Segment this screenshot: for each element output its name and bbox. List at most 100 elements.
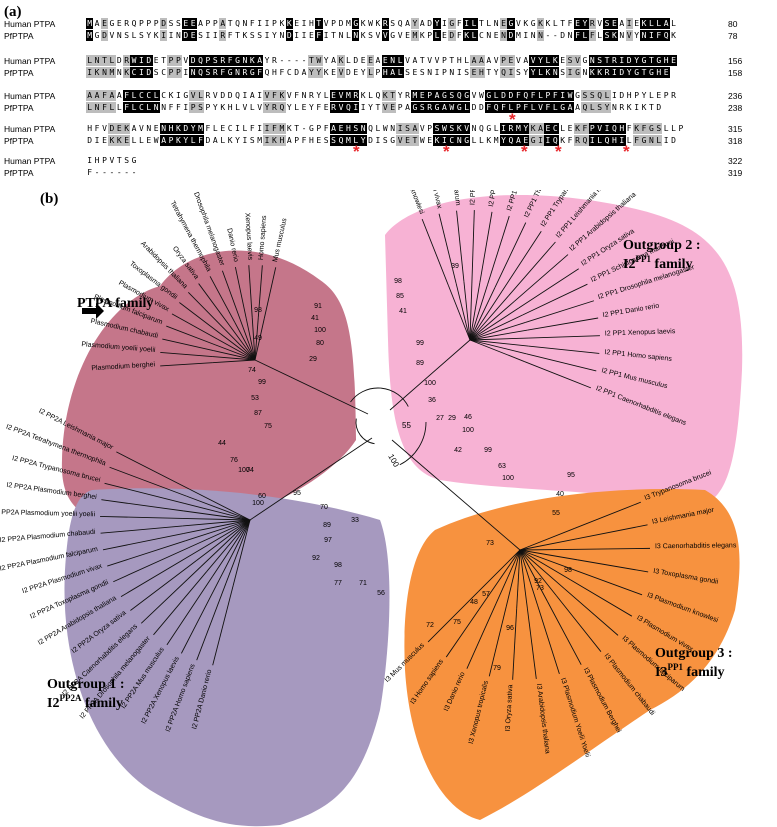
residue: P: [212, 19, 218, 28]
residue: Q: [278, 102, 286, 113]
tree-branch: [389, 339, 471, 411]
residue: E: [573, 18, 582, 29]
tree-branch: [179, 302, 222, 335]
tree-branch: [427, 591, 479, 643]
tree-branch: [469, 282, 481, 341]
residue: G: [529, 135, 537, 146]
residue: V: [242, 103, 248, 112]
residue: L: [655, 135, 663, 146]
residue: Q: [131, 19, 137, 28]
sequence-name: Human PTPA: [4, 56, 56, 66]
residue-count: 236: [728, 91, 743, 101]
residue: S: [595, 55, 604, 66]
residue-count: 156: [728, 56, 743, 66]
residue: D: [353, 56, 359, 65]
residue: I: [257, 124, 263, 133]
residue: S: [249, 31, 255, 40]
svg-text:Outgroup 2 :: Outgroup 2 :: [623, 238, 701, 253]
residue: C: [137, 90, 146, 101]
bootstrap-value: 99: [416, 340, 424, 347]
bootstrap-value: 46: [464, 414, 472, 421]
residue: D: [205, 136, 211, 145]
tree-branch: [350, 387, 409, 407]
residue: Y: [625, 67, 633, 78]
residue: K: [632, 123, 641, 134]
residue: F: [270, 90, 279, 101]
residue: G: [647, 67, 656, 78]
residue: D: [227, 91, 233, 100]
residue: C: [145, 90, 153, 101]
tree-branch: [526, 607, 537, 680]
residue: L: [294, 103, 300, 112]
residue: L: [462, 102, 471, 113]
tree-branch: [469, 301, 515, 341]
tree-branch: [183, 519, 251, 534]
residue: N: [241, 55, 249, 66]
residue: V: [419, 124, 425, 133]
residue: V: [375, 31, 381, 40]
residue: N: [455, 135, 463, 146]
residue: G: [352, 18, 360, 29]
residue-count: 322: [728, 156, 743, 166]
residue: V: [263, 90, 271, 101]
residue: -: [131, 168, 137, 177]
bootstrap-value: 87: [254, 410, 262, 417]
residue: I: [544, 135, 552, 146]
residue: -: [124, 168, 130, 177]
residue: L: [396, 55, 404, 66]
residue: H: [477, 67, 486, 78]
residue: W: [448, 102, 456, 113]
residue: K: [610, 30, 619, 41]
tree-branch: [501, 231, 542, 292]
residue: A: [331, 56, 336, 65]
residue: A: [255, 55, 264, 66]
residue: K: [174, 135, 183, 146]
residue: T: [449, 56, 455, 65]
residue: E: [323, 103, 329, 112]
tree-branches: [100, 210, 650, 680]
residue: D: [656, 103, 662, 112]
residue: L: [471, 136, 477, 145]
residue: N: [647, 135, 656, 146]
residue: A: [375, 56, 381, 65]
sequence-name: Human PTPA: [4, 19, 56, 29]
residue: T: [307, 55, 316, 66]
bootstrap-value: 73: [536, 585, 544, 592]
residue: A: [116, 91, 122, 100]
residue: P: [146, 19, 152, 28]
residue: M: [493, 136, 499, 145]
residue: H: [456, 56, 462, 65]
residue: K: [115, 135, 123, 146]
bootstrap-value: 100: [386, 453, 401, 470]
residue: N: [427, 68, 433, 77]
residue: D: [448, 30, 456, 41]
residue: G: [183, 91, 189, 100]
residue: Y: [641, 91, 647, 100]
bootstrap-value: 63: [498, 463, 506, 470]
conserved-residue-star: *: [443, 142, 450, 161]
residue: C: [161, 68, 167, 77]
tree-branch: [113, 547, 189, 583]
tree-branch: [245, 318, 256, 361]
tree-branch: [516, 549, 521, 609]
residue: I: [301, 31, 307, 40]
residue: F: [315, 30, 323, 41]
residue: L: [507, 102, 515, 113]
residue: E: [189, 30, 197, 41]
residue: L: [145, 102, 153, 113]
residue: G: [390, 136, 396, 145]
residue: -: [109, 168, 115, 177]
residue: L: [464, 56, 470, 65]
tree-branch: [469, 290, 503, 341]
residue: G: [248, 67, 256, 78]
residue: T: [478, 19, 484, 28]
tree-branch: [206, 519, 251, 572]
residue: P: [442, 68, 447, 77]
residue: T: [647, 55, 656, 66]
residue: H: [167, 123, 175, 134]
residue: F: [640, 123, 648, 134]
residue: N: [242, 19, 248, 28]
